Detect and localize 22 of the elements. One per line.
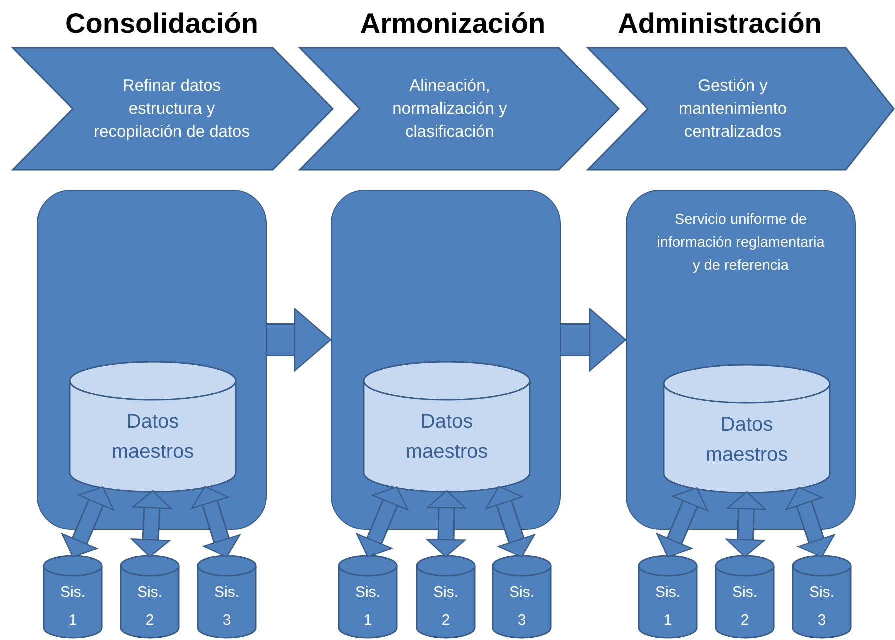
rounded-panel bbox=[37, 190, 267, 530]
panel-description: Servicio uniforme de información reglamentaria y de referencia bbox=[656, 211, 826, 276]
system-label: Sis. 2 bbox=[432, 583, 460, 631]
database-label: Datos maestros bbox=[404, 410, 490, 465]
rounded-panel bbox=[331, 190, 561, 530]
system-label: Sis. 3 bbox=[508, 583, 536, 631]
system-label: Sis. 3 bbox=[808, 583, 836, 631]
stage-heading: Consolidación bbox=[64, 7, 260, 41]
database-label: Datos maestros bbox=[110, 410, 196, 465]
rounded-panel bbox=[626, 190, 856, 530]
system-label: Sis. 3 bbox=[213, 583, 240, 631]
stage-description: Gestión y mantenimiento centralizados bbox=[678, 76, 788, 142]
system-label: Sis. 2 bbox=[731, 583, 758, 631]
system-label: Sis. 1 bbox=[654, 583, 682, 631]
stage-description: Refinar datos estructura y recopilación de datos bbox=[94, 76, 250, 142]
system-label: Sis. 1 bbox=[59, 583, 86, 631]
stage-heading: Administración bbox=[617, 7, 823, 41]
system-label: Sis. 1 bbox=[354, 583, 382, 631]
system-label: Sis. 2 bbox=[136, 583, 164, 631]
stage-heading: Armonización bbox=[359, 7, 547, 41]
database-label: Datos maestros bbox=[704, 413, 790, 468]
stage-description: Alineación, normalización y clasificación bbox=[392, 76, 508, 142]
